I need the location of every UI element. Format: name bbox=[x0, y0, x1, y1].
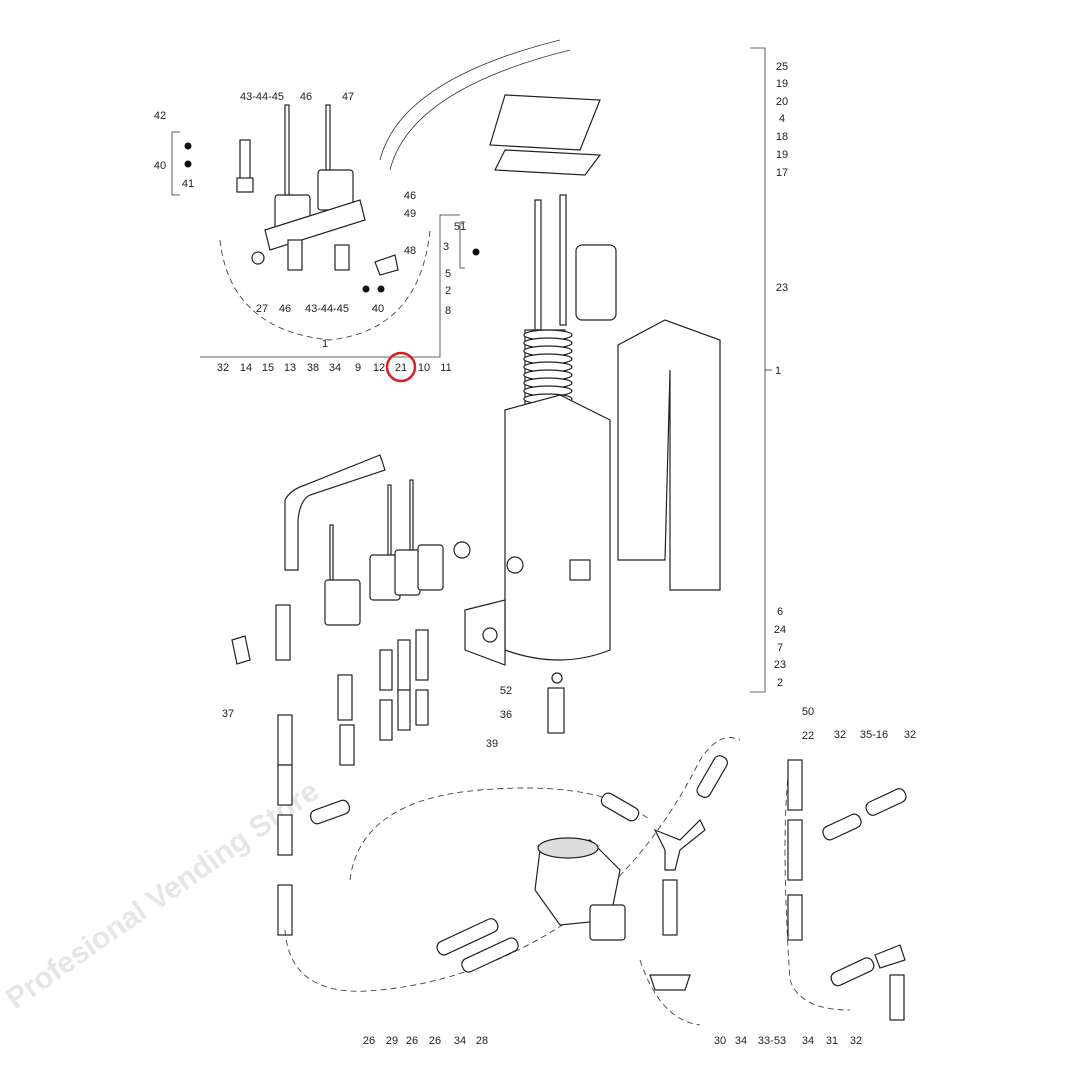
part-label: 40 bbox=[154, 160, 166, 172]
valve-block bbox=[231, 454, 444, 936]
part-label: 42 bbox=[154, 110, 166, 122]
part-label: 1 bbox=[775, 365, 781, 377]
part-label: 37 bbox=[222, 708, 234, 720]
part-label: 2 bbox=[777, 677, 783, 689]
part-label: 6 bbox=[777, 606, 783, 618]
solenoid-valve-assembly bbox=[236, 104, 399, 276]
part-label: 9 bbox=[355, 362, 361, 374]
marker-dot bbox=[184, 160, 192, 168]
part-label: 22 bbox=[802, 730, 814, 742]
part-label: 24 bbox=[774, 624, 786, 636]
group-brackets bbox=[171, 47, 772, 693]
part-label: 8 bbox=[445, 305, 451, 317]
part-label: 41 bbox=[182, 178, 194, 190]
part-label: 12 bbox=[373, 362, 385, 374]
assembly-marker-dots bbox=[184, 142, 480, 293]
part-label: 30 bbox=[714, 1035, 726, 1047]
part-label: 26 bbox=[429, 1035, 441, 1047]
part-label: 13 bbox=[284, 362, 296, 374]
part-label: 35-16 bbox=[860, 729, 888, 741]
part-label: 32 bbox=[850, 1035, 862, 1047]
marker-dot bbox=[362, 285, 370, 293]
part-label: 33-53 bbox=[758, 1035, 786, 1047]
heater-assembly bbox=[379, 39, 721, 734]
part-label: 3 bbox=[443, 241, 449, 253]
part-label: 39 bbox=[486, 738, 498, 750]
part-label: 46 bbox=[279, 303, 291, 315]
part-label: 27 bbox=[256, 303, 268, 315]
part-label: 43-44-45 bbox=[240, 91, 284, 103]
part-label: 20 bbox=[776, 96, 788, 108]
pump-and-fittings bbox=[284, 737, 907, 1026]
part-label: 1 bbox=[322, 338, 328, 350]
marker-dot bbox=[184, 142, 192, 150]
part-label: 18 bbox=[776, 131, 788, 143]
part-label: 34 bbox=[329, 362, 341, 374]
part-label: 48 bbox=[404, 245, 416, 257]
part-label: 25 bbox=[776, 61, 788, 73]
part-label: 19 bbox=[776, 149, 788, 161]
part-label: 43-44-45 bbox=[305, 303, 349, 315]
part-label: 19 bbox=[776, 78, 788, 90]
part-label: 5 bbox=[445, 268, 451, 280]
part-label: 17 bbox=[776, 167, 788, 179]
part-label: 32 bbox=[834, 729, 846, 741]
part-label: 2 bbox=[445, 285, 451, 297]
part-label: 34 bbox=[454, 1035, 466, 1047]
marker-dot bbox=[472, 248, 480, 256]
highlight-circle bbox=[385, 351, 417, 383]
part-label: 38 bbox=[307, 362, 319, 374]
part-label: 50 bbox=[802, 706, 814, 718]
part-label: 31 bbox=[826, 1035, 838, 1047]
part-label: 26 bbox=[406, 1035, 418, 1047]
part-label: 29 bbox=[386, 1035, 398, 1047]
part-label: 34 bbox=[735, 1035, 747, 1047]
part-label: 36 bbox=[500, 709, 512, 721]
part-label: 34 bbox=[802, 1035, 814, 1047]
part-label: 46 bbox=[404, 190, 416, 202]
part-label: 11 bbox=[440, 362, 451, 374]
part-label: 4 bbox=[779, 113, 785, 125]
watermark-text: Profesional Vending Store bbox=[0, 775, 325, 1016]
part-label: 7 bbox=[777, 642, 783, 654]
part-label: 23 bbox=[774, 659, 786, 671]
part-label: 14 bbox=[240, 362, 252, 374]
part-label: 46 bbox=[300, 91, 312, 103]
part-label: 15 bbox=[262, 362, 274, 374]
part-label: 49 bbox=[404, 208, 416, 220]
part-label: 32 bbox=[904, 729, 916, 741]
part-label: 52 bbox=[500, 685, 512, 697]
marker-dot bbox=[377, 285, 385, 293]
part-label: 51 bbox=[454, 221, 466, 233]
part-label: 26 bbox=[363, 1035, 375, 1047]
part-label: 28 bbox=[476, 1035, 488, 1047]
part-label: 32 bbox=[217, 362, 229, 374]
part-label: 23 bbox=[776, 282, 788, 294]
part-label: 10 bbox=[418, 362, 430, 374]
part-label: 47 bbox=[342, 91, 354, 103]
part-label: 21 bbox=[395, 362, 407, 374]
watermark-layer: Profesional Vending Store bbox=[0, 775, 325, 1016]
part-label: 40 bbox=[372, 303, 384, 315]
